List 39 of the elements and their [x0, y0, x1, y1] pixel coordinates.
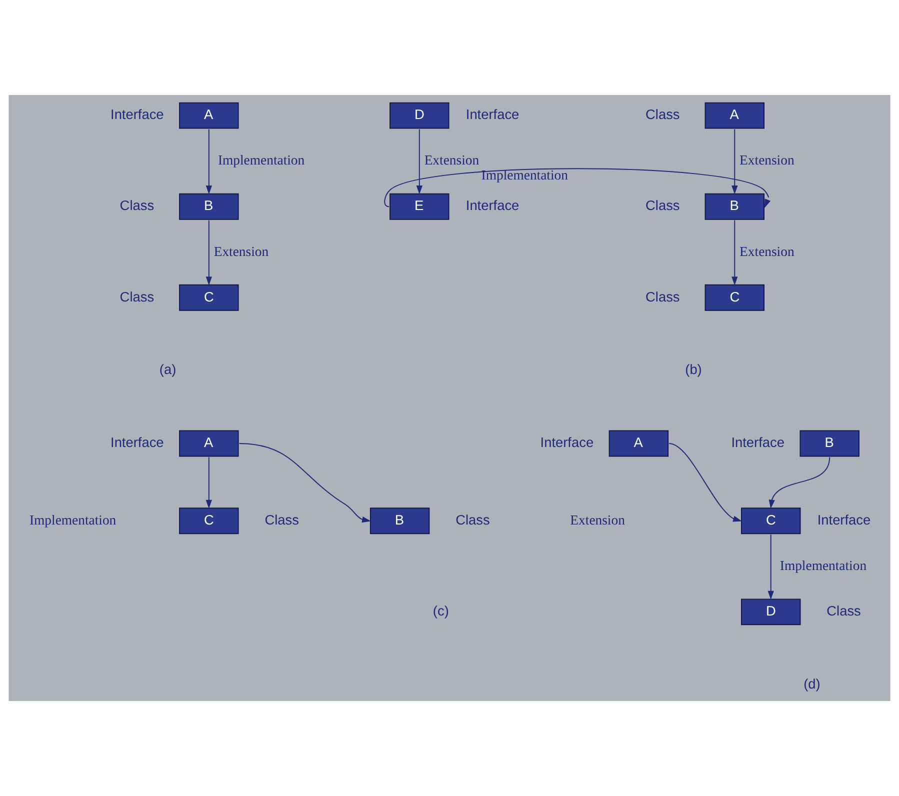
edge-label: Implementation: [481, 168, 568, 183]
edge-label: Extension: [740, 152, 794, 168]
node-label: Class: [646, 289, 680, 304]
node-label: Interface: [110, 435, 164, 450]
node-label: Class: [646, 198, 680, 214]
label: Extension: [570, 512, 625, 528]
node-label: Interface: [110, 107, 164, 122]
edge-label: Extension: [214, 244, 269, 259]
node-label: Class: [120, 289, 154, 304]
edge-label: Extension: [424, 152, 480, 168]
arrow: [768, 534, 774, 600]
arrow: [206, 456, 212, 509]
node-label: Class: [456, 512, 490, 528]
label: (a): [159, 362, 176, 378]
edge-label: Implementation: [780, 558, 867, 574]
edge-label: Implementation: [218, 152, 305, 168]
label: (b): [685, 362, 702, 378]
node-label: Interface: [731, 435, 784, 450]
arrow: [416, 128, 422, 194]
label: (d): [804, 676, 820, 692]
node-label: Interface: [466, 107, 520, 122]
node-label: Class: [264, 512, 299, 528]
arrow: [768, 456, 830, 509]
node-label: Class: [120, 198, 154, 214]
node-label: Class: [646, 107, 680, 122]
node-label: Interface: [466, 198, 520, 214]
arrow: [732, 128, 738, 194]
arrow: [238, 443, 371, 523]
label: Implementation: [29, 512, 116, 528]
arrow: [206, 220, 212, 286]
arrow: [732, 220, 738, 286]
arrow: [384, 168, 771, 208]
arrow: [668, 443, 742, 522]
node-label: Interface: [817, 512, 871, 528]
node-label: Class: [826, 604, 861, 619]
arrow: [206, 128, 212, 194]
node-label: Interface: [540, 435, 594, 450]
label: (c): [432, 604, 449, 619]
edge-label: Extension: [740, 244, 794, 259]
